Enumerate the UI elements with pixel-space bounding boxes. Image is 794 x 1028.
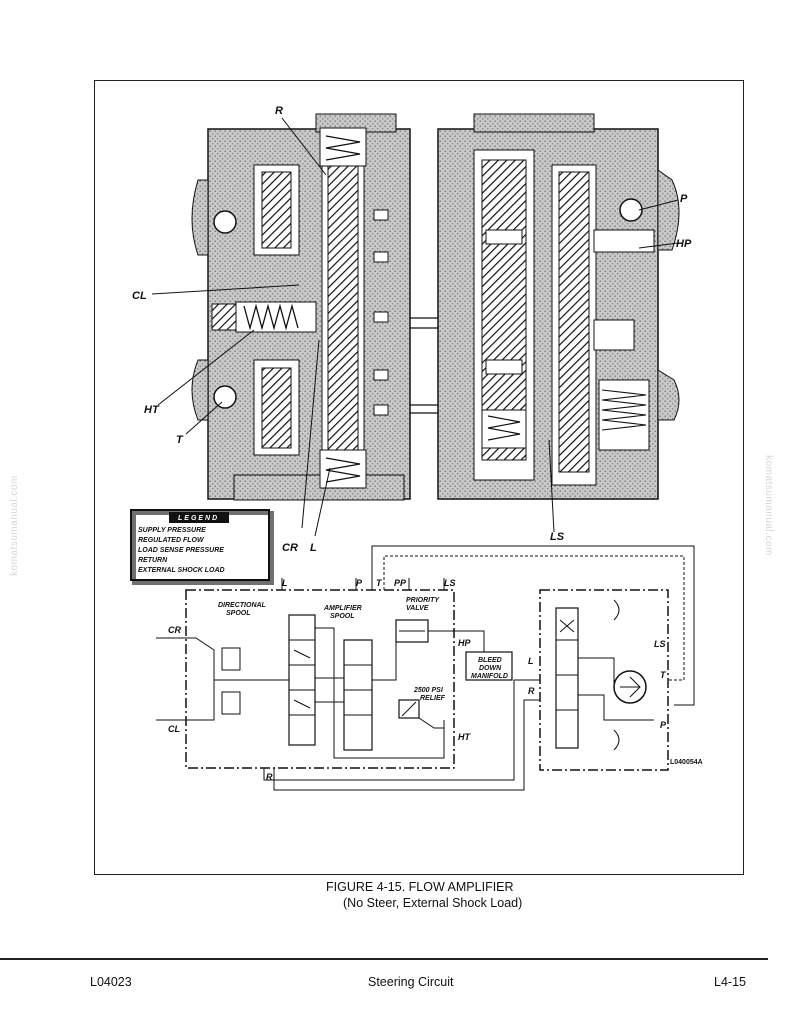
legend-item-load-sense: LOAD SENSE PRESSURE (138, 547, 224, 554)
drawing-id: L040054A (670, 759, 703, 766)
label-bleed-3: MANIFOLD (471, 673, 508, 680)
label-relief-1: 2500 PSI (413, 687, 444, 694)
legend-item-shock: EXTERNAL SHOCK LOAD (138, 567, 225, 574)
label-amplifier-spool-2: SPOOL (330, 613, 355, 620)
callout-cr: CR (282, 542, 298, 554)
schematic-cr: CR (168, 625, 181, 635)
flow-amplifier-diagram: R CL HT T CR L P HP LS LEGEND SUPPLY PRE… (130, 105, 703, 791)
port-pp: PP (394, 578, 407, 588)
legend-item-supply: SUPPLY PRESSURE (138, 527, 206, 534)
right-valve-body (437, 113, 680, 500)
watermark-left: komatsumanual.com (8, 475, 20, 576)
footer-section: Steering Circuit (368, 975, 454, 989)
callout-ht: HT (144, 404, 160, 416)
port-l: L (282, 578, 288, 588)
label-amplifier-spool-1: AMPLIFIER (323, 605, 362, 612)
left-valve-body (191, 113, 411, 501)
port-ls: LS (444, 578, 456, 588)
figure-frame (94, 80, 744, 875)
callout-r: R (275, 105, 283, 117)
callout-t: T (176, 434, 184, 446)
watermark-right: komatsumanual.com (762, 455, 774, 556)
label-priority-valve-2: VALVE (406, 605, 429, 612)
port-p: P (356, 578, 363, 588)
schematic-right-ls: LS (654, 639, 666, 649)
footer-doc-id: L04023 (90, 975, 132, 989)
footer-page-number: L4-15 (714, 975, 746, 989)
callout-cl: CL (132, 290, 147, 302)
hydraulic-schematic (156, 545, 695, 791)
schematic-cl: CL (168, 724, 180, 734)
schematic-right-l: L (528, 656, 534, 666)
schematic-right-p: P (660, 720, 667, 730)
callout-p: P (680, 193, 688, 205)
schematic-r: R (266, 772, 273, 782)
callout-l: L (310, 542, 317, 554)
schematic-right-t: T (660, 670, 667, 680)
label-priority-valve-1: PRIORITY (406, 597, 440, 604)
label-directional-spool-2: SPOOL (226, 610, 251, 617)
label-directional-spool-1: DIRECTIONAL (218, 602, 266, 609)
schematic-right-r: R (528, 686, 535, 696)
legend: LEGEND SUPPLY PRESSURE REGULATED FLOW LO… (130, 509, 274, 585)
caption-title: FIGURE 4-15. FLOW AMPLIFIER (326, 880, 514, 894)
label-bleed-1: BLEED (478, 657, 502, 664)
legend-item-regulated: REGULATED FLOW (138, 537, 205, 544)
callout-ls: LS (550, 531, 565, 543)
label-relief-2: RELIEF (420, 695, 446, 702)
legend-item-return: RETURN (138, 557, 168, 564)
footer-rule (0, 958, 768, 960)
schematic-ht: HT (458, 732, 471, 742)
port-t: T (376, 578, 383, 588)
caption-subtitle: (No Steer, External Shock Load) (343, 896, 523, 910)
legend-title: LEGEND (178, 515, 219, 522)
schematic-hp: HP (458, 638, 471, 648)
callout-hp: HP (676, 238, 692, 250)
label-bleed-2: DOWN (479, 665, 502, 672)
